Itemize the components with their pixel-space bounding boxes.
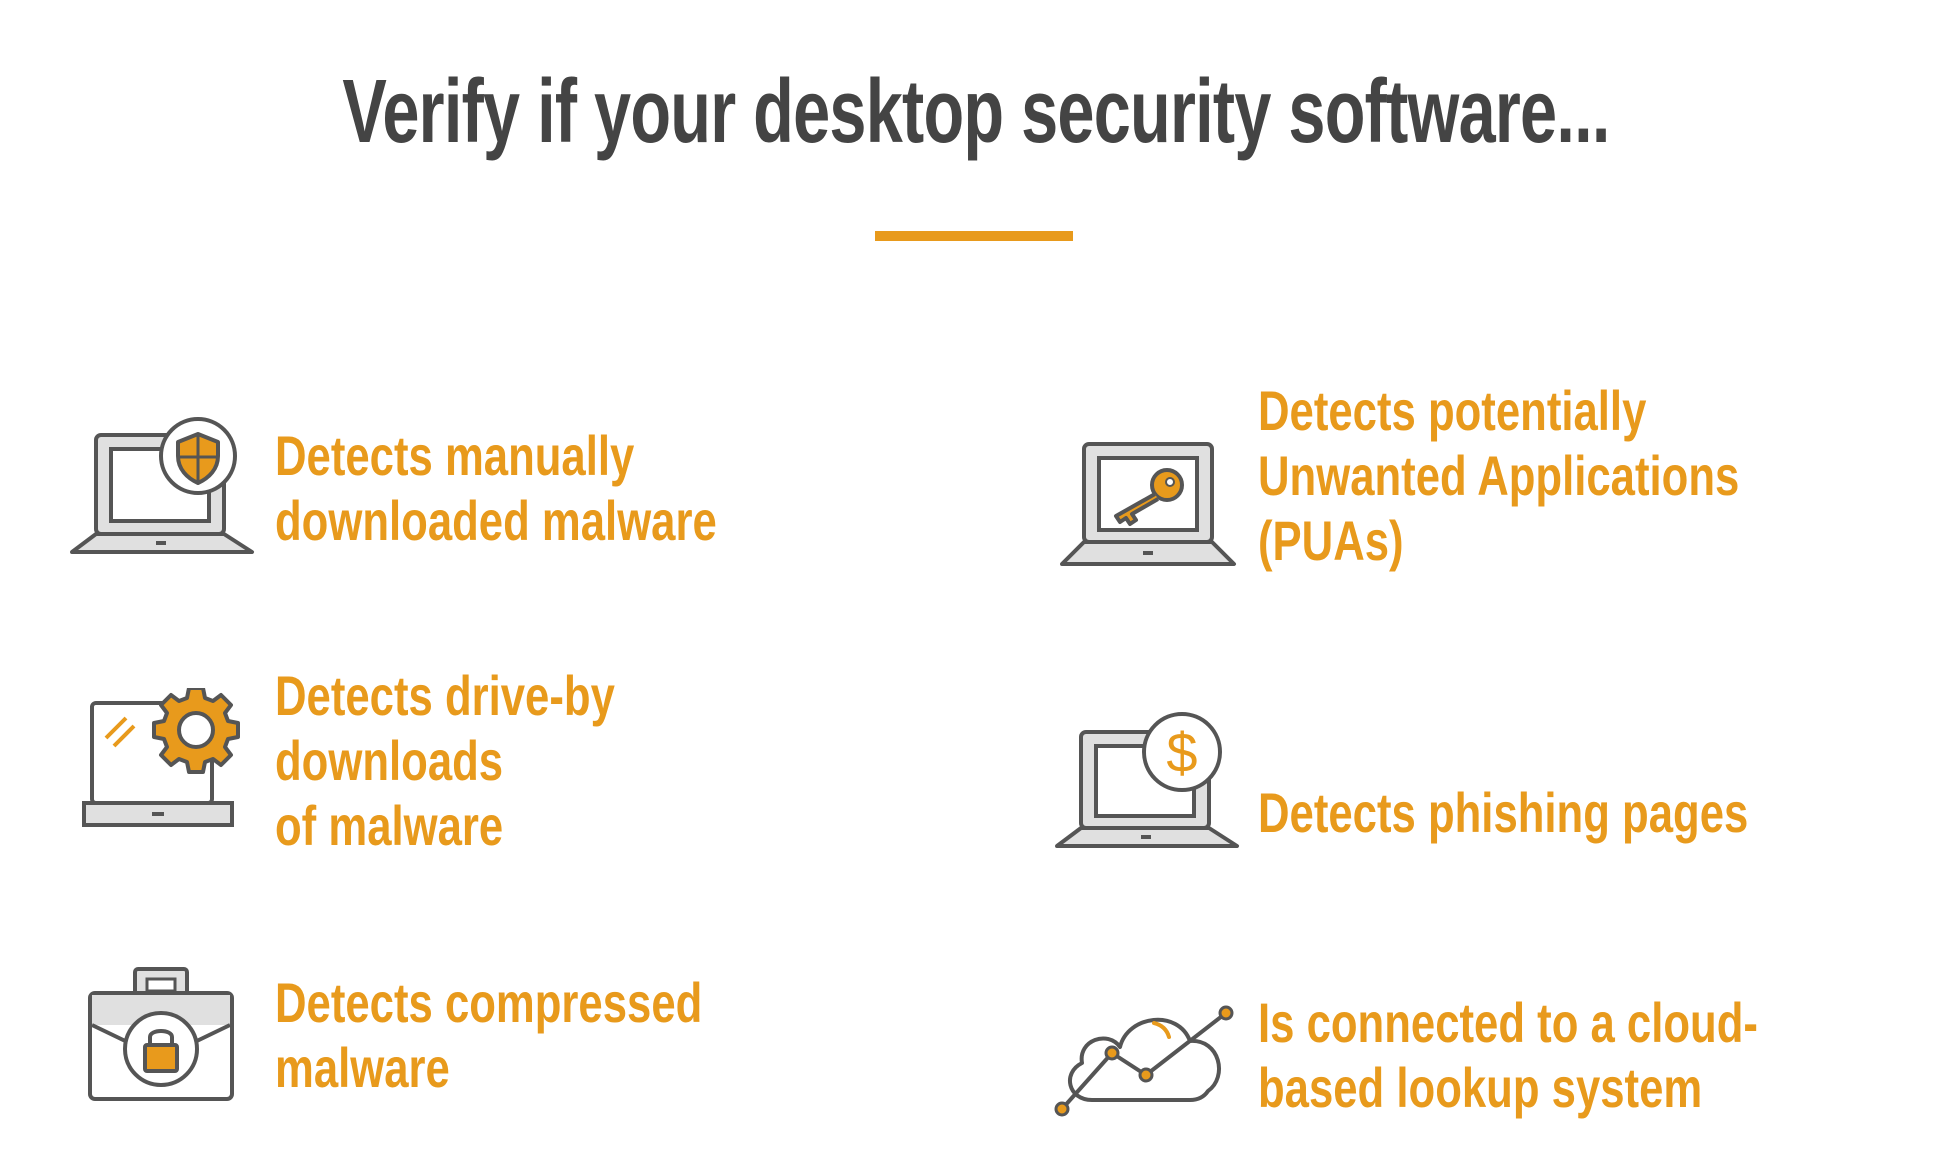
briefcase-lock-icon — [88, 967, 234, 1101]
page-title: Verify if your desktop security software… — [342, 62, 1610, 162]
feature-label: Is connected to a cloud- based lookup sy… — [1258, 991, 1758, 1119]
cloud-chart-icon — [1054, 1005, 1234, 1117]
feature-label: Detects potentially Unwanted Application… — [1258, 379, 1740, 572]
feature-label: Detects drive-by downloads of malware — [275, 663, 615, 857]
laptop-shield-icon — [70, 417, 254, 554]
svg-text:$: $ — [1166, 721, 1197, 784]
feature-label: Detects compressed malware — [275, 971, 703, 1099]
feature-label: Detects manually downloaded malware — [275, 424, 717, 552]
laptop-key-icon — [1060, 442, 1236, 566]
title-divider — [875, 231, 1073, 241]
laptop-dollar-icon: $ — [1055, 712, 1239, 848]
feature-label: Detects phishing pages — [1258, 781, 1749, 844]
laptop-gear-icon — [82, 688, 240, 827]
